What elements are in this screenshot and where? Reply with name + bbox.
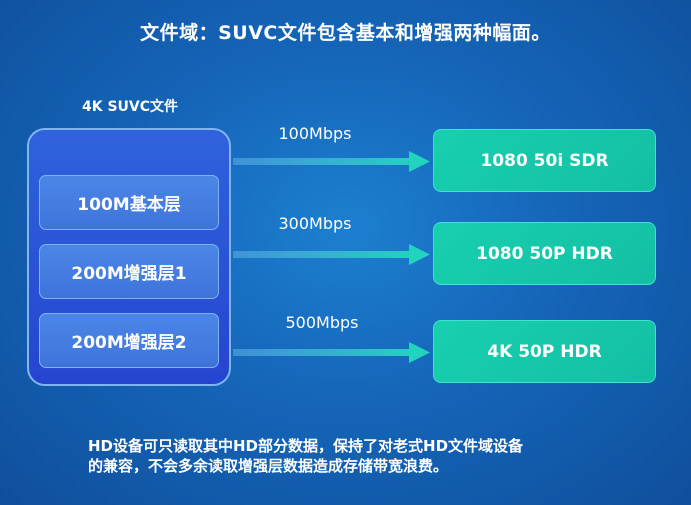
arrow-1 [233,151,430,172]
diagram-title: 文件域：SUVC文件包含基本和增强两种幅面。 [140,22,551,44]
rate-label-1: 100Mbps [278,124,352,143]
footer-line-1: HD设备可只读取其中HD部分数据，保持了对老式HD文件域设备 [88,437,524,455]
arrow-2 [233,244,430,265]
rate-label-3: 500Mbps [285,313,359,332]
layer-enhance-2: 200M增强层2 [39,313,219,368]
footer-line-2: 的兼容，不会多余读取增强层数据造成存储带宽浪费。 [88,457,449,475]
layer-base: 100M基本层 [39,175,219,230]
rate-label-2: 300Mbps [278,214,352,233]
arrow-3 [233,342,430,363]
output-4k-50p-hdr: 4K 50P HDR [433,320,656,383]
layer-enhance-1: 200M增强层1 [39,244,219,299]
output-1080-50p-hdr: 1080 50P HDR [433,222,656,285]
footer-description: HD设备可只读取其中HD部分数据，保持了对老式HD文件域设备 的兼容，不会多余读… [88,436,648,476]
suvc-file-container: 100M基本层 200M增强层1 200M增强层2 [27,128,231,386]
output-1080-50i-sdr: 1080 50i SDR [433,129,656,192]
container-label: 4K SUVC文件 [81,99,179,115]
